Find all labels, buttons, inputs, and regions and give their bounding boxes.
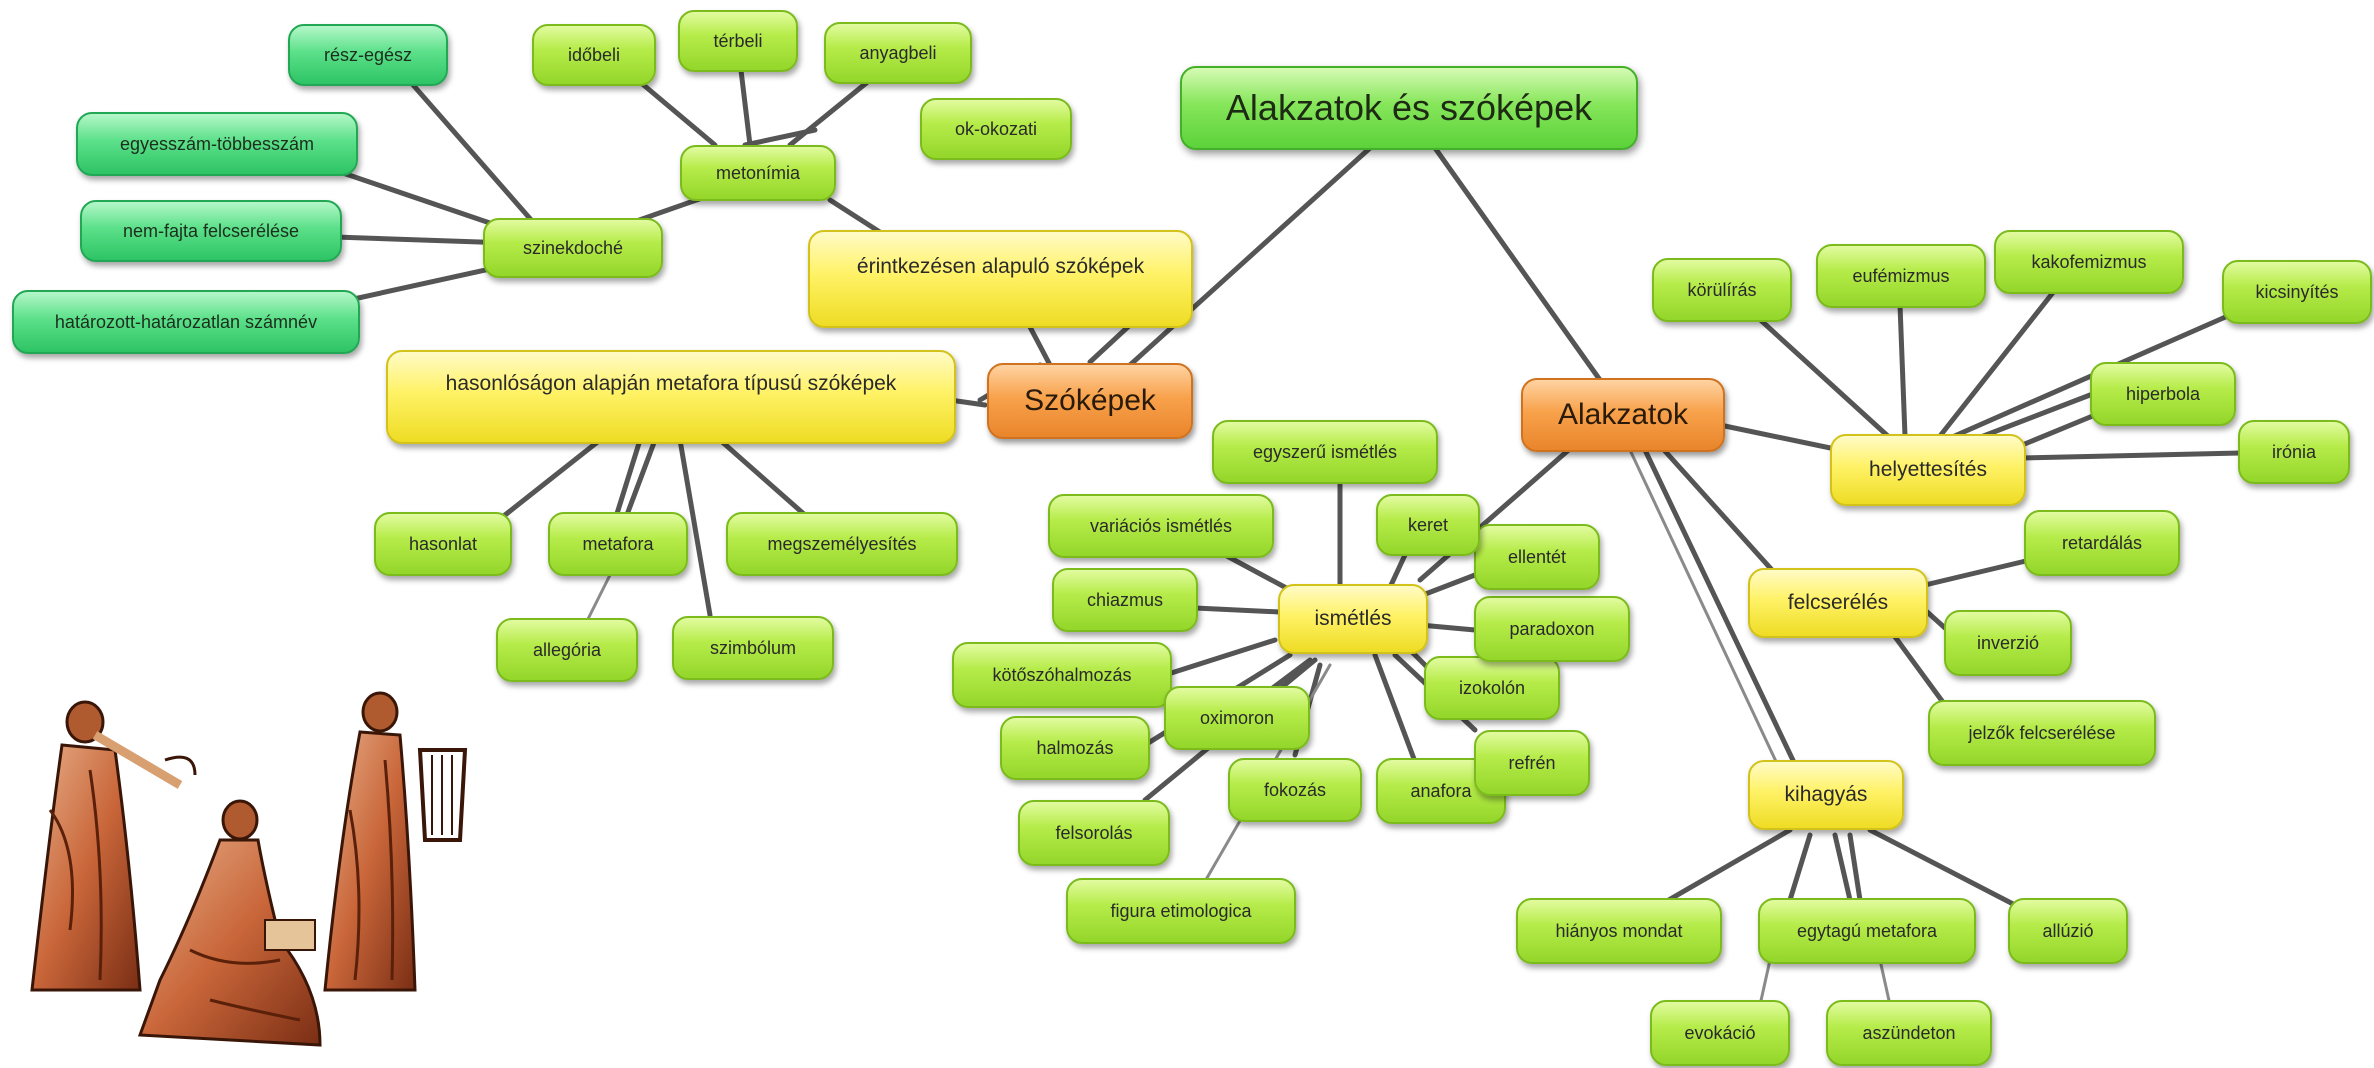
leaf-oximoron[interactable]: oximoron [1164, 686, 1310, 750]
leaf-kakofemizmus[interactable]: kakofemizmus [1994, 230, 2184, 294]
leaf-egyszeru-ismetles[interactable]: egyszerű ismétlés [1212, 420, 1438, 484]
muse-flute-figure [30, 700, 197, 992]
leaf-hasonlat[interactable]: hasonlat [374, 512, 512, 576]
leaf-megszemelyesites[interactable]: megszemélyesítés [726, 512, 958, 576]
leaf-terbeli[interactable]: térbeli [678, 10, 798, 72]
leaf-variacios-ismetles[interactable]: variációs ismétlés [1048, 494, 1274, 558]
leaf-halmozas[interactable]: halmozás [1000, 716, 1150, 780]
leaf-alluzio[interactable]: allúzió [2008, 898, 2128, 964]
root-title-node[interactable]: Alakzatok és szóképek [1180, 66, 1638, 150]
group-felcsereles[interactable]: felcserélés [1748, 568, 1928, 638]
branch-alakzatok[interactable]: Alakzatok [1521, 378, 1725, 452]
leaf-aszundeton[interactable]: aszündeton [1826, 1000, 1992, 1066]
leaf-allegoria[interactable]: allegória [496, 618, 638, 682]
leaf-metafora[interactable]: metafora [548, 512, 688, 576]
group-helyettesites[interactable]: helyettesítés [1830, 434, 2026, 506]
leaf-anyagbeli[interactable]: anyagbeli [824, 22, 972, 84]
leaf-eufemizmus[interactable]: eufémizmus [1816, 244, 1986, 308]
leaf-nem-fajta[interactable]: nem-fajta felcserélése [80, 200, 342, 262]
leaf-ironia[interactable]: irónia [2238, 420, 2350, 484]
leaf-keret[interactable]: keret [1376, 494, 1480, 556]
leaf-fokozas[interactable]: fokozás [1228, 758, 1362, 822]
leaf-idobeli[interactable]: időbeli [532, 24, 656, 86]
leaf-hiperbola[interactable]: hiperbola [2090, 362, 2236, 426]
branch-szokepek[interactable]: Szóképek [987, 363, 1193, 439]
leaf-egytagu-metafora[interactable]: egytagú metafora [1758, 898, 1976, 964]
leaf-hianyos-mondat[interactable]: hiányos mondat [1516, 898, 1722, 964]
leaf-hatarozott-hatarozatlan[interactable]: határozott-határozatlan számnév [12, 290, 360, 354]
muse-seated-figure [137, 799, 322, 1047]
node-szinekdoche[interactable]: szinekdoché [483, 218, 663, 278]
leaf-izokolon[interactable]: izokolón [1424, 656, 1560, 720]
leaf-szimbolum[interactable]: szimbólum [672, 616, 834, 680]
leaf-chiazmus[interactable]: chiazmus [1052, 568, 1198, 632]
leaf-ellentet[interactable]: ellentét [1474, 524, 1600, 590]
muse-lyre-figure [323, 691, 468, 992]
group-hasonlosag[interactable]: hasonlóságon alapján metafora típusú szó… [386, 350, 956, 444]
leaf-egyesszam-tobbesszam[interactable]: egyesszám-többesszám [76, 112, 358, 176]
leaf-refren[interactable]: refrén [1474, 730, 1590, 796]
leaf-paradoxon[interactable]: paradoxon [1474, 596, 1630, 662]
leaf-kicsinyites[interactable]: kicsinyítés [2222, 260, 2372, 324]
node-metonimia[interactable]: metonímia [680, 145, 836, 201]
muses-illustration [30, 691, 468, 1047]
leaf-jelzok-felcserelese[interactable]: jelzők felcserélése [1928, 700, 2156, 766]
leaf-evokacio[interactable]: evokáció [1650, 1000, 1790, 1066]
leaf-kotoszohalmozas[interactable]: kötőszóhalmozás [952, 642, 1172, 708]
group-ismetles[interactable]: ismétlés [1278, 584, 1428, 654]
leaf-ok-okozati[interactable]: ok-okozati [920, 98, 1072, 160]
leaf-retardalas[interactable]: retardálás [2024, 510, 2180, 576]
group-kihagyas[interactable]: kihagyás [1748, 760, 1904, 830]
leaf-figura-etimologica[interactable]: figura etimologica [1066, 878, 1296, 944]
leaf-felsorolas[interactable]: felsorolás [1018, 800, 1170, 866]
group-erintkezes[interactable]: érintkezésen alapuló szóképek [808, 230, 1193, 328]
leaf-resz-egesz[interactable]: rész-egész [288, 24, 448, 86]
leaf-korulíras[interactable]: körülírás [1652, 258, 1792, 322]
leaf-inverzio[interactable]: inverzió [1944, 610, 2072, 676]
